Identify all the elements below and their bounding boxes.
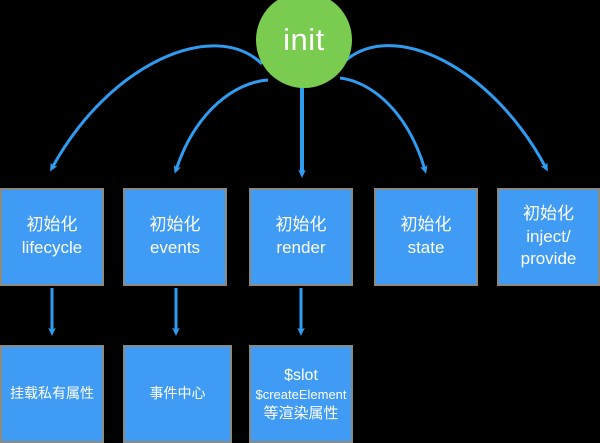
node-init[interactable]: init	[256, 0, 352, 88]
node-init-lifecycle[interactable]: 初始化 lifecycle	[0, 188, 104, 286]
node-init-render[interactable]: 初始化 render	[249, 188, 353, 286]
node-render-props[interactable]: $slot $createElement 等渲染属性	[249, 345, 353, 443]
node-init-label: init	[283, 22, 325, 57]
node-private-props[interactable]: 挂载私有属性	[0, 345, 104, 443]
edge-init-to-state	[339, 76, 428, 174]
node-event-center[interactable]: 事件中心	[123, 345, 232, 443]
node-init-state-line2: state	[407, 238, 445, 257]
node-init-events-line2: events	[149, 238, 201, 257]
node-init-state[interactable]: 初始化 state	[374, 188, 478, 286]
node-init-lifecycle-line1: 初始化	[26, 215, 78, 236]
node-init-inject-provide-line1: 初始化	[523, 203, 574, 224]
node-render-props-line1: $slot	[284, 366, 318, 384]
node-init-render-line2: render	[276, 238, 326, 257]
node-init-state-line1: 初始化	[400, 215, 452, 236]
node-init-inject-provide-line2: inject/	[526, 226, 571, 246]
node-render-props-line2: $createElement	[255, 386, 347, 402]
node-init-lifecycle-line2: lifecycle	[21, 238, 83, 257]
node-render-props-line3: 等渲染属性	[263, 404, 339, 423]
edge-init-to-lifecycle	[50, 44, 264, 172]
node-private-props-label: 挂载私有属性	[10, 385, 94, 402]
node-init-events-line1: 初始化	[149, 215, 201, 236]
node-init-render-line1: 初始化	[275, 215, 327, 236]
node-init-inject-provide-line3: provide	[520, 249, 577, 269]
node-init-events[interactable]: 初始化 events	[123, 188, 227, 286]
node-init-inject-provide[interactable]: 初始化 inject/ provide	[497, 188, 600, 286]
node-event-center-label: 事件中心	[149, 385, 206, 402]
edge-init-to-inject-provide	[342, 44, 548, 172]
edge-init-to-events	[173, 78, 269, 174]
